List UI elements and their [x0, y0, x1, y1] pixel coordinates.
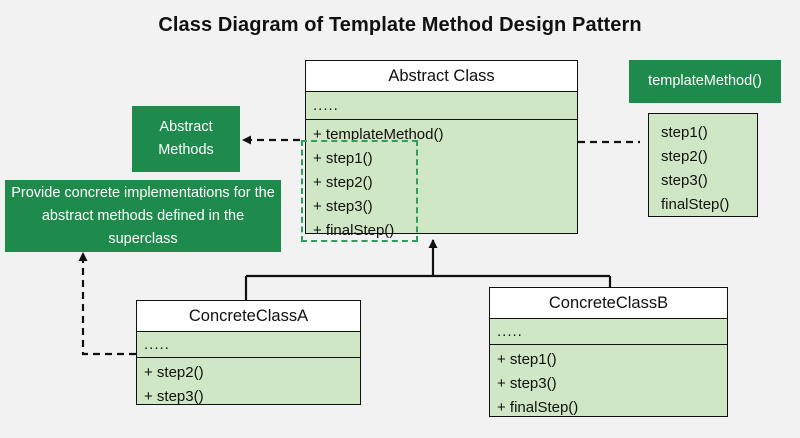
class-attributes-concrete-class-a: ..... [137, 332, 360, 358]
operation-item: + step3() [313, 198, 373, 215]
callout-concrete-implementations-text: Provide concrete implementations for the… [11, 184, 275, 247]
callout-template-method[interactable]: templateMethod() [629, 60, 781, 103]
callout-abstract-methods-line1: Abstract [159, 119, 213, 135]
operation-item: + step3() [497, 375, 557, 392]
operation-item: + step2() [313, 174, 373, 191]
class-box-concrete-class-a[interactable]: ConcreteClassA ..... + step2() + step3() [136, 300, 361, 405]
concrete-note-connector [78, 252, 136, 356]
step-list-item: step2() [661, 148, 708, 165]
class-attributes-abstract-class: ..... [306, 92, 577, 120]
callout-template-method-label: templateMethod() [648, 73, 762, 89]
operation-item: + finalStep() [497, 399, 579, 416]
operation-item: + step2() [144, 364, 204, 381]
operation-item: + finalStep() [313, 222, 395, 239]
class-name-abstract-class: Abstract Class [306, 61, 577, 92]
class-box-concrete-class-b[interactable]: ConcreteClassB ..... + step1() + step3()… [489, 287, 728, 417]
callout-abstract-methods[interactable]: Abstract Methods [132, 106, 240, 172]
step-list-item: finalStep() [661, 196, 730, 213]
operation-item: + step1() [497, 351, 557, 368]
abstract-methods-highlight [301, 140, 418, 242]
operation-item: + step3() [144, 388, 204, 405]
operation-item: + templateMethod() [313, 126, 444, 143]
step-list-box[interactable]: step1() step2() step3() finalStep() [648, 113, 758, 217]
operation-item: + step1() [313, 150, 373, 167]
callout-abstract-methods-line2: Methods [158, 142, 214, 158]
class-box-abstract-class[interactable]: Abstract Class ..... + templateMethod() … [305, 60, 578, 239]
page-title: Class Diagram of Template Method Design … [158, 14, 642, 36]
callout-concrete-implementations[interactable]: Provide concrete implementations for the… [5, 180, 281, 252]
class-attributes-concrete-class-b: ..... [490, 319, 727, 345]
class-operations-abstract-class: + templateMethod() + step1() + step2() +… [306, 120, 577, 243]
step-list-item: step3() [661, 172, 708, 189]
step-list-item: step1() [661, 124, 708, 141]
class-operations-concrete-class-b: + step1() + step3() + finalStep() [490, 345, 727, 420]
class-name-concrete-class-a: ConcreteClassA [137, 301, 360, 332]
class-operations-concrete-class-a: + step2() + step3() [137, 358, 360, 409]
class-name-concrete-class-b: ConcreteClassB [490, 288, 727, 319]
